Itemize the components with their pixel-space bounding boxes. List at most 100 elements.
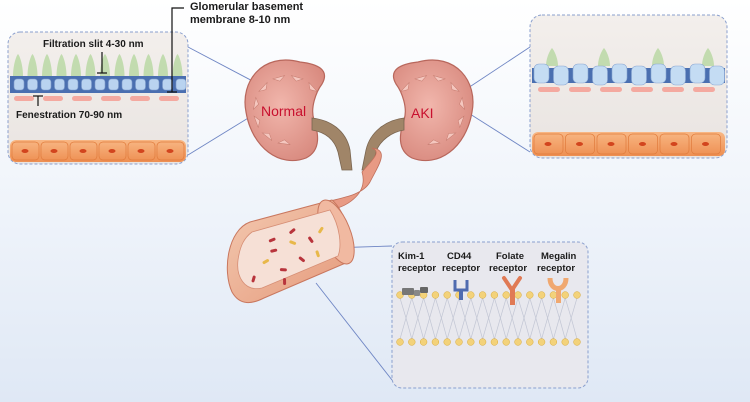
lumen-particle: [270, 248, 278, 253]
receptor-label-1b: receptor: [398, 263, 436, 274]
tubule-nucleus: [607, 142, 615, 146]
gbm-label-line1: Glomerular basement: [190, 1, 303, 13]
tubule-cell: [127, 141, 156, 161]
podocyte-foot-processes: [13, 54, 183, 76]
tubule-cell: [11, 141, 40, 161]
lumen-particle: [268, 237, 276, 243]
swollen-cell: [533, 63, 550, 84]
tubule-cell: [596, 133, 627, 155]
tubule-cell: [40, 141, 69, 161]
podocyte-foot: [546, 48, 558, 66]
endothelial-cell: [159, 96, 179, 101]
lipid-bilayer-tails: [399, 297, 578, 340]
tubule-cell: [691, 133, 721, 155]
lipid-head: [514, 291, 522, 299]
endothelial-cell: [631, 87, 653, 92]
kim1-receptor: Kim-1 receptor: [398, 251, 436, 296]
gbm-cell: [54, 78, 65, 91]
lipid-head: [561, 291, 569, 299]
lipid-head: [561, 338, 569, 346]
tubule-nucleus: [21, 149, 29, 153]
lipid-head: [408, 338, 416, 346]
endothelial-cell: [600, 87, 622, 92]
aki-kidney-label: AKI: [411, 105, 434, 121]
gbm-cell: [108, 78, 119, 91]
lipid-tail: [417, 297, 424, 340]
lipid-head: [467, 338, 475, 346]
tubule-nucleus: [79, 149, 87, 153]
receptor-membrane-panel: Kim-1 receptor CD44 receptor Folate rece…: [391, 241, 589, 389]
lipid-head: [490, 291, 499, 299]
connector-lines: [187, 46, 531, 381]
lipid-head: [443, 338, 451, 346]
lumen-particle: [251, 275, 256, 283]
endothelial-cell: [693, 87, 715, 92]
gbm-label-line2: membrane 8-10 nm: [190, 14, 290, 26]
lipid-head: [467, 291, 475, 299]
podocyte-foot: [114, 54, 125, 76]
lipid-head: [549, 291, 558, 299]
gbm-marker-line: [171, 7, 184, 92]
gbm-cell: [13, 78, 25, 91]
swollen-cell: [592, 65, 608, 86]
lipid-tail: [405, 297, 413, 340]
aki-podocytes: [546, 48, 714, 66]
aki-kidney-pyramids: [400, 75, 465, 145]
endothelial-cell: [538, 87, 560, 92]
tubule-cell: [628, 133, 658, 155]
lipid-tail: [535, 297, 542, 340]
normal-kidney: Normal: [244, 59, 353, 171]
gbm-cell: [67, 78, 79, 91]
renal-pyramid: [432, 75, 446, 82]
podocyte-foot: [702, 48, 714, 66]
lipid-head: [478, 338, 487, 346]
aki-ureter: [361, 117, 405, 171]
tubule-nucleus: [576, 142, 583, 146]
renal-pyramid: [308, 81, 318, 92]
podocyte-foot: [172, 54, 183, 76]
renal-pyramid: [272, 75, 286, 82]
basement-membrane-cells: [13, 78, 187, 91]
tubular-epithelial-cells: [10, 140, 186, 162]
lipid-head: [431, 338, 440, 346]
renal-pyramid: [261, 132, 273, 142]
podocyte-foot: [56, 54, 67, 76]
lipid-head: [526, 291, 534, 299]
endothelial-cell: [130, 96, 150, 101]
endothelial-cell: [662, 87, 684, 92]
lipid-tail: [452, 297, 460, 340]
swollen-cell: [709, 65, 725, 86]
tubule-cell: [156, 141, 185, 161]
podocyte-foot: [71, 54, 81, 76]
renal-tubule: [226, 147, 382, 303]
podocyte-foot: [652, 48, 664, 66]
aki-filtration-barrier-panel: [529, 14, 728, 159]
gbm-cell: [148, 78, 160, 91]
swollen-cell: [572, 63, 589, 84]
lumen-particle: [289, 240, 297, 245]
tubule-nucleus: [137, 149, 145, 153]
podocyte-foot: [42, 54, 52, 76]
swollen-cell: [553, 65, 569, 86]
lumen-particle: [279, 268, 287, 272]
endothelial-cell: [101, 96, 121, 101]
tubule-nucleus: [702, 142, 709, 146]
cd44-receptor: CD44 receptor: [442, 251, 480, 300]
normal-kidney-pyramids: [253, 75, 318, 145]
left-annotations: Glomerular basement membrane 8-10 nm Fil…: [16, 1, 303, 121]
lumen-particle: [283, 278, 287, 286]
receptor-label-2b: receptor: [442, 263, 480, 274]
gbm-cell: [27, 78, 38, 91]
lipid-tail: [464, 297, 472, 340]
lipid-tail: [547, 297, 554, 340]
lipid-head: [396, 338, 404, 346]
lipid-head: [537, 338, 546, 346]
lipid-head: [549, 338, 558, 346]
lumen-particle: [318, 226, 324, 234]
gbm-cell: [121, 78, 133, 91]
swollen-cell: [631, 65, 647, 86]
lipid-tail: [570, 297, 578, 340]
renal-pyramid: [253, 115, 261, 129]
tubule-cell: [565, 133, 595, 155]
lipid-head: [502, 338, 510, 346]
